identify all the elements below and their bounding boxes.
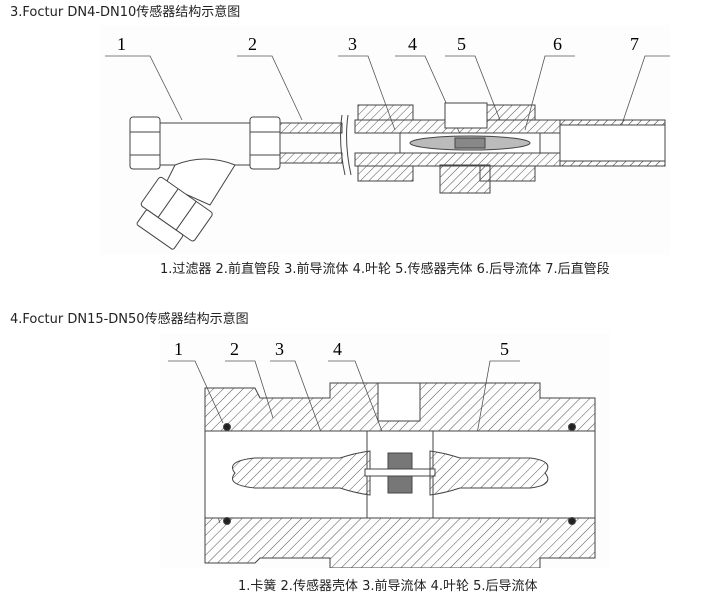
section1-caption: 1.过滤器 2.前直管段 3.前导流体 4.叶轮 5.传感器壳体 6.后导流体 …: [160, 262, 610, 277]
figure-dn15-dn50-diagram: 1 2 3 4 5: [160, 333, 610, 568]
callout-5: 5: [500, 339, 509, 359]
callout-7: 7: [630, 34, 639, 54]
front-pipe-part: [279, 114, 352, 176]
callout-1: 1: [117, 34, 126, 54]
sensor-body-part: [354, 102, 666, 194]
callout-labels-2: 1 2 3 4 5: [174, 339, 509, 359]
section1-heading: 3.Foctur DN4-DN10传感器结构示意图: [10, 5, 241, 20]
rear-guide-body: [429, 450, 549, 496]
callout-4: 4: [408, 34, 417, 54]
callout-5: 5: [457, 34, 466, 54]
callout-2: 2: [248, 34, 257, 54]
impeller: [364, 452, 436, 494]
callout-labels: 1 2 3 4 5 6 7: [117, 34, 639, 54]
callout-6: 6: [553, 34, 562, 54]
section2-heading: 4.Foctur DN15-DN50传感器结构示意图: [10, 312, 249, 327]
callout-1: 1: [174, 339, 183, 359]
filter-part: [129, 116, 281, 250]
figure-dn4-dn10-diagram: 1 2 3 4 5 6 7: [100, 25, 670, 255]
callout-3: 3: [275, 339, 284, 359]
section2-caption: 1.卡簧 2.传感器壳体 3.前导流体 4.叶轮 5.后导流体: [238, 579, 538, 594]
callout-3: 3: [348, 34, 357, 54]
callout-2: 2: [230, 339, 239, 359]
callout-4: 4: [333, 339, 342, 359]
